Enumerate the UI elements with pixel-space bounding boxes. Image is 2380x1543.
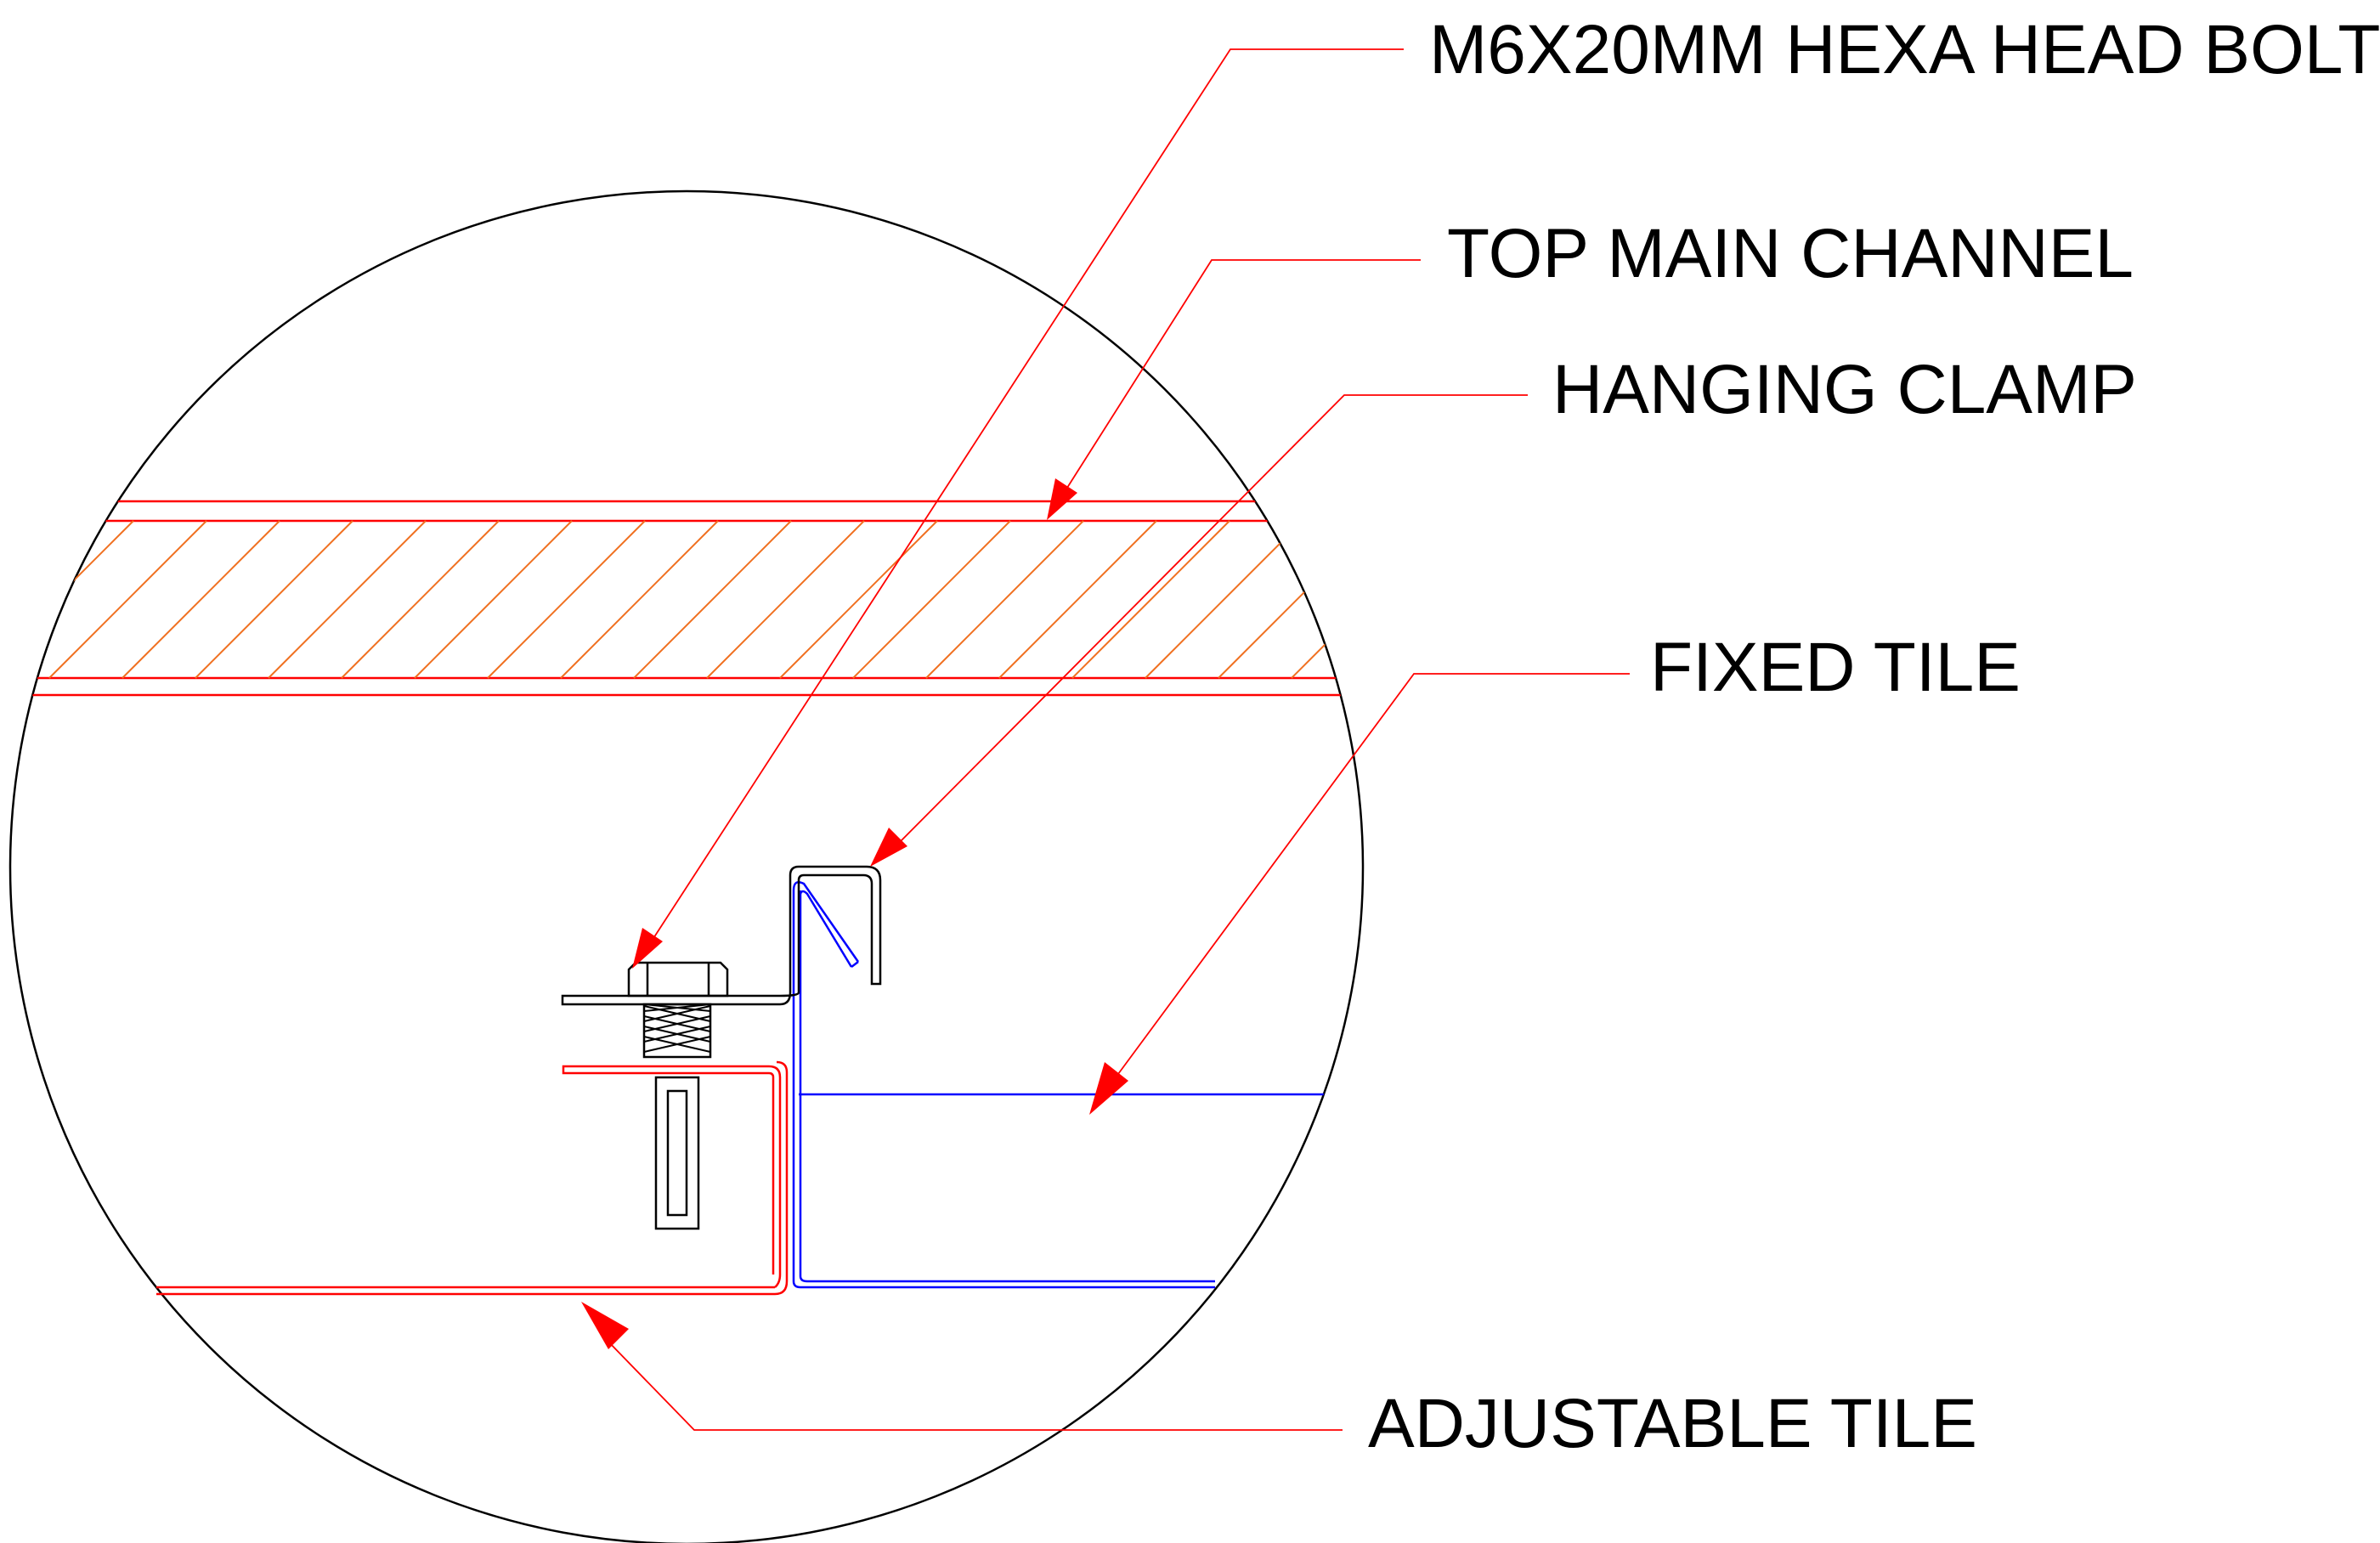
thread-line [643, 1036, 711, 1053]
hanging-clamp-label: HANGING CLAMP [1552, 351, 2137, 428]
hatch-line [122, 520, 280, 679]
hatch-line [1438, 521, 1595, 678]
hatch-line [925, 520, 1084, 679]
fixed-tile-leader [1117, 673, 1630, 1075]
fixed-tile-label: FIXED TILE [1650, 629, 2021, 706]
hatch-line [1291, 520, 1363, 679]
thread-line [643, 1003, 711, 1012]
hatch-line [779, 520, 938, 679]
bolt-arrowhead [632, 928, 663, 969]
hatch-line [1071, 520, 1230, 679]
hatch-line [268, 520, 427, 679]
hatch-line [1365, 521, 1522, 678]
hatch-line [10, 520, 61, 679]
hatch-line [195, 520, 353, 679]
hatch-line [414, 520, 573, 679]
adjustable-tile-arrowhead [581, 1302, 629, 1349]
arrowheads [581, 478, 1128, 1349]
bolt-leader [648, 48, 1404, 946]
adjustable-tile-leader [607, 1340, 1343, 1431]
top-channel-leader [1066, 259, 1421, 489]
detail-circle [8, 189, 1365, 1543]
top-channel-arrowhead [1047, 478, 1077, 520]
hatch-line [560, 520, 719, 679]
clamp-leader [900, 394, 1528, 842]
hanging-clamp [561, 865, 882, 1006]
hatch-line [48, 520, 207, 679]
channel-hatch [10, 520, 1595, 679]
clamp-arrowhead [870, 828, 907, 867]
hatch-line [487, 520, 646, 679]
hatch-line [998, 520, 1157, 679]
hatch-line [852, 520, 1011, 679]
bolt-label: M6X20MM HEXA HEAD BOLT [1429, 11, 2380, 88]
hatch-line [1218, 520, 1363, 679]
hatch-line [1145, 520, 1303, 679]
fixed-tile [792, 881, 1363, 1289]
hex-head-bolt [627, 961, 729, 1230]
adjustable-tile-label: ADJUSTABLE TILE [1368, 1385, 1977, 1462]
adjustable-tile [156, 1060, 789, 1296]
leader-lines [607, 48, 1630, 1431]
hatch-line [341, 520, 500, 679]
fixed-tile-arrowhead [1089, 1062, 1128, 1115]
top-main-channel [10, 500, 1595, 697]
hatch-line [633, 520, 792, 679]
top-main-channel-label: TOP MAIN CHANNEL [1447, 215, 2134, 292]
hatch-line [706, 520, 865, 679]
